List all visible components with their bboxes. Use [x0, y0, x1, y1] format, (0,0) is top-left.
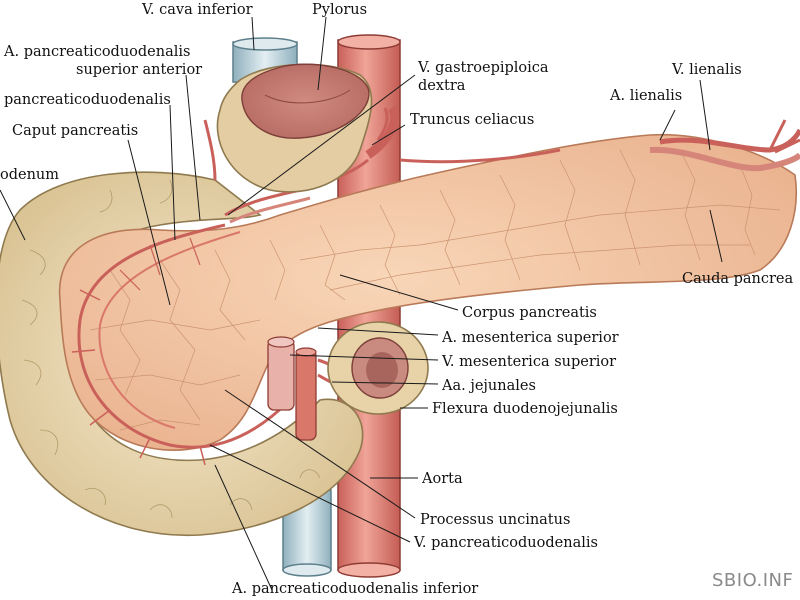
label-v-cava-inferior: V. cava inferior [142, 2, 253, 18]
label-v-gastroepiploica-line2: dextra [418, 78, 466, 94]
label-cauda-pancreatis: Cauda pancrea [682, 271, 794, 287]
label-pancreaticoduodenalis: pancreaticoduodenalis [4, 92, 171, 108]
pancreas [58, 133, 798, 451]
label-aorta: Aorta [422, 471, 463, 487]
label-corpus-pancreatis: Corpus pancreatis [462, 305, 597, 321]
leader-lines [0, 16, 723, 591]
watermark: SBIO.INF [712, 570, 794, 591]
label-a-mesenterica-superior: A. mesenterica superior [442, 330, 619, 346]
pylorus [216, 63, 373, 193]
label-v-mesenterica-superior: V. mesenterica superior [442, 354, 617, 370]
label-pylorus: Pylorus [312, 2, 368, 18]
label-processus-uncinatus: Processus uncinatus [420, 512, 571, 528]
label-a-pancreaticoduodenalis-inferior: A. pancreaticoduodenalis inferior [232, 581, 479, 597]
label-duodenum: odenum [0, 167, 60, 183]
label-a-lienalis: A. lienalis [610, 88, 683, 104]
pancreaticoduodenal-arteries [71, 223, 292, 466]
label-v-pancreaticoduodenalis: V. pancreaticoduodenalis [414, 535, 598, 551]
label-a-pancreaticoduodenalis-superior-anterior-line1: A. pancreaticoduodenalis [4, 44, 191, 60]
label-caput-pancreatis: Caput pancreatis [12, 123, 139, 139]
duodenojejunal-flexure [327, 321, 429, 415]
label-aa-jejunales: Aa. jejunales [442, 378, 536, 394]
label-a-pancreaticoduodenalis-superior-anterior-line2: superior anterior [76, 62, 203, 78]
splenic-vessels [399, 119, 800, 172]
label-v-gastroepiploica-line1: V. gastroepiploica [418, 60, 549, 76]
label-v-lienalis: V. lienalis [672, 62, 742, 78]
pancreas-lobules [89, 149, 781, 431]
label-truncus-celiacus: Truncus celiacus [410, 112, 535, 128]
label-flexura-duodenojejunalis: Flexura duodenojejunalis [432, 401, 618, 417]
